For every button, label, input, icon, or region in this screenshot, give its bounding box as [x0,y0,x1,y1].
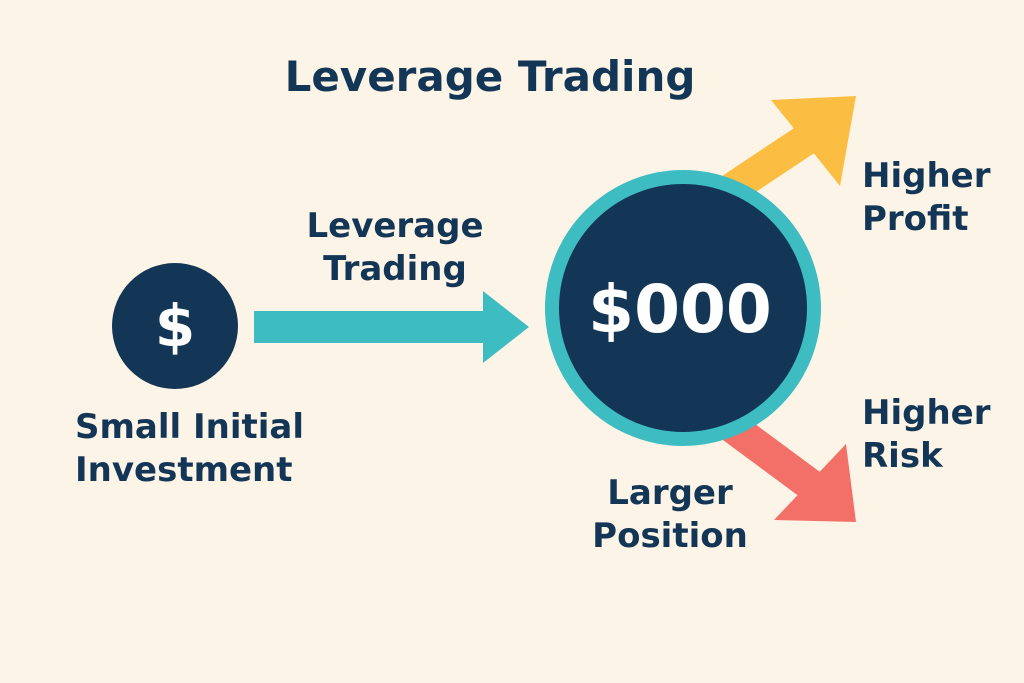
position-label-line1: Larger [607,473,733,513]
risk-label-line2: Risk [862,436,943,476]
initial-label-line1: Small Initial [75,407,305,447]
position-circle: $000 [545,170,821,446]
profit-label-line1: Higher [862,156,991,196]
dollar-symbol: $ [155,292,195,360]
dollar-coin-icon: $ [112,263,238,389]
initial-investment-label: Small Initial Investment [75,406,335,492]
initial-label-line2: Investment [75,450,293,490]
higher-profit-label: Higher Profit [862,155,1012,241]
higher-risk-label: Higher Risk [862,392,1012,478]
arrow-right-icon [254,291,529,363]
risk-label-line1: Higher [862,393,991,433]
arrow-label: Leverage Trading [290,205,500,291]
larger-position-label: Larger Position [580,472,760,558]
profit-label-line2: Profit [862,199,969,239]
position-label-line2: Position [592,516,748,556]
arrow-label-line2: Trading [323,249,467,289]
arrow-label-line1: Leverage [306,206,484,246]
position-amount: $000 [588,271,772,348]
page-title: Leverage Trading [284,52,696,101]
